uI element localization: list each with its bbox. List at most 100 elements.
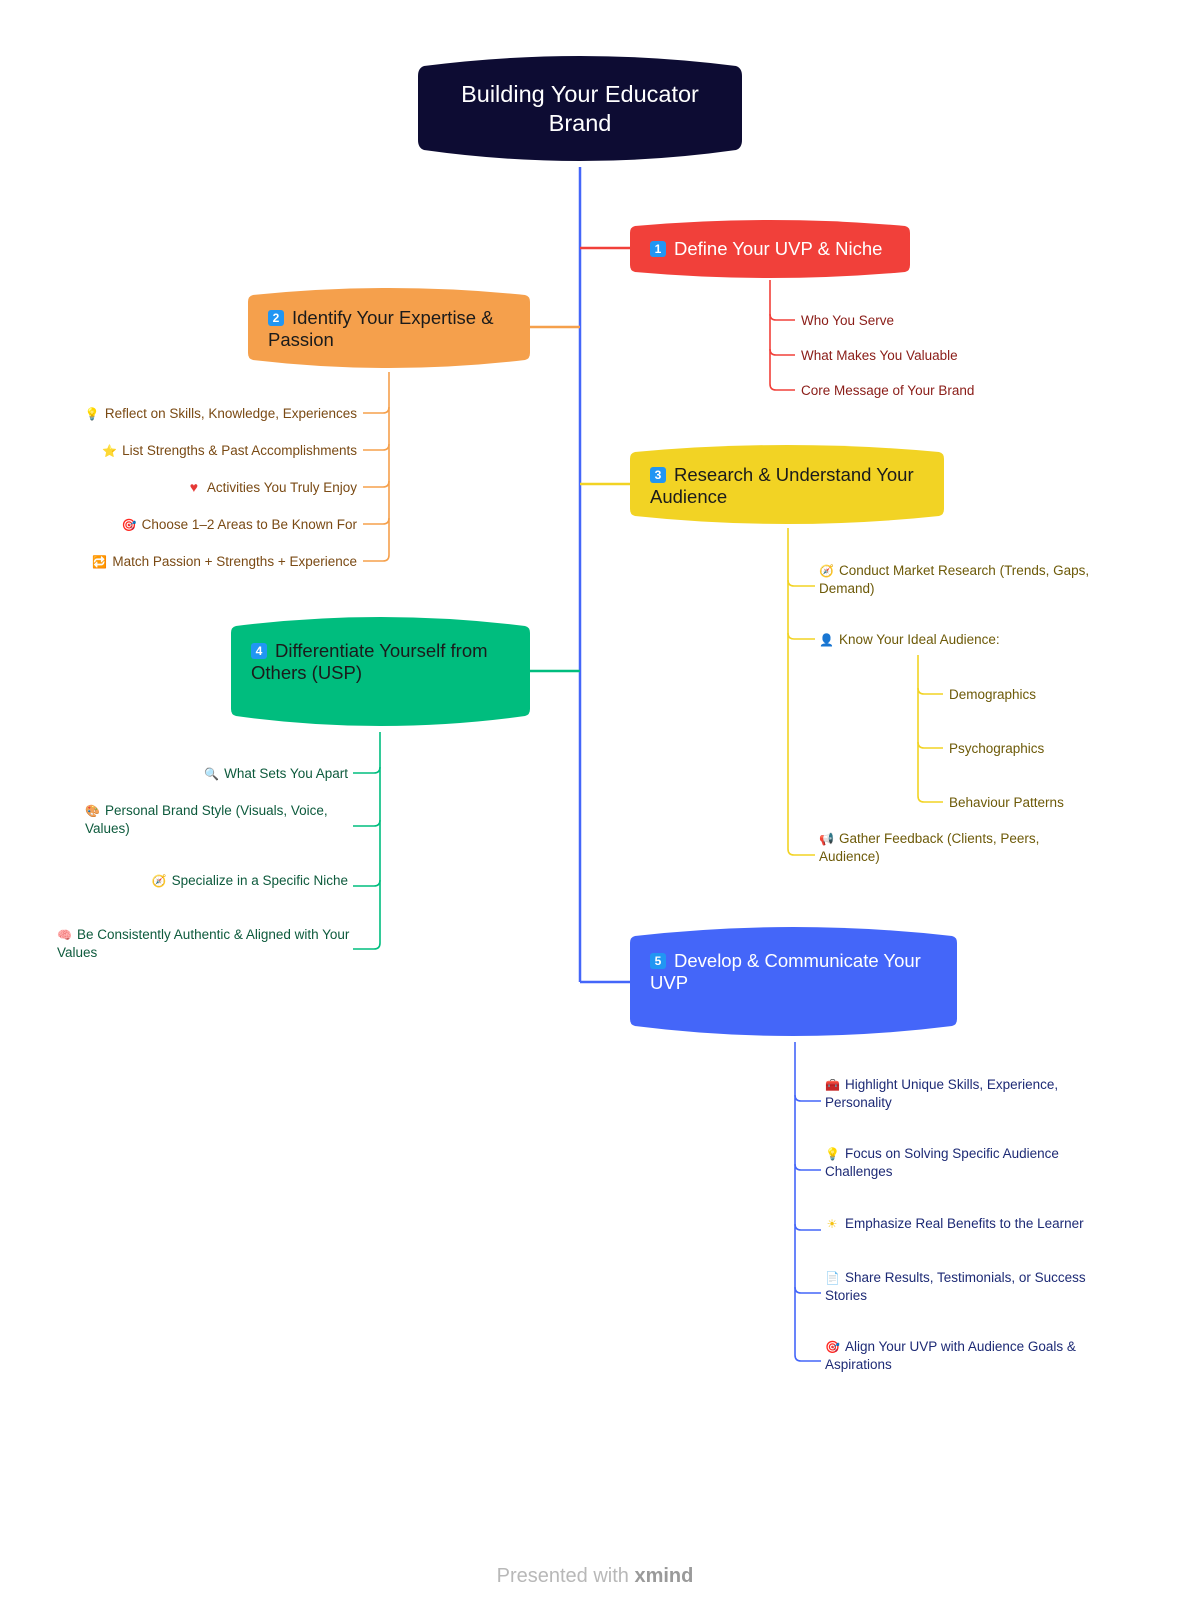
branch-4-item-1[interactable]: 🔍 What Sets You Apart — [204, 765, 348, 783]
presented-with-footer: Presented with xmind — [0, 1565, 1190, 1588]
compass-icon: 🧭 — [819, 564, 834, 578]
branch-3-subitem-behaviour[interactable]: Behaviour Patterns — [949, 794, 1064, 811]
branch-3-item-1-text: Conduct Market Research (Trends, Gaps, D… — [819, 563, 1090, 596]
compass-icon: 🧭 — [151, 874, 167, 888]
branch-1-item-3[interactable]: Core Message of Your Brand — [801, 382, 974, 399]
branch-4-shape — [231, 617, 530, 726]
branch-5-item-2-text: Focus on Solving Specific Audience Chall… — [825, 1146, 1059, 1179]
branch-3-item-3-text: Gather Feedback (Clients, Peers, Audienc… — [819, 831, 1040, 864]
branch-4-item-2-text: Personal Brand Style (Visuals, Voice, Va… — [85, 803, 328, 836]
root-node-shape — [418, 56, 742, 161]
star-icon: ⭐ — [102, 444, 118, 458]
palette-icon: 🎨 — [85, 804, 100, 818]
branch-5-item-2[interactable]: 💡Focus on Solving Specific Audience Chal… — [825, 1145, 1095, 1180]
branch-1-shape — [630, 220, 910, 278]
branch-4-item-1-text: What Sets You Apart — [224, 766, 348, 781]
root-title: Building Your Educator Brand — [461, 81, 699, 136]
subitem-text: Psychographics — [949, 741, 1045, 756]
branch-4-item-3[interactable]: 🧭 Specialize in a Specific Niche — [152, 872, 348, 890]
person-icon: 👤 — [819, 633, 834, 647]
branch-5-item-1[interactable]: 🧰Highlight Unique Skills, Experience, Pe… — [825, 1076, 1090, 1111]
branch-2-shape — [248, 288, 530, 368]
toolbox-icon: 🧰 — [825, 1078, 840, 1092]
branch-1-leaf-lines — [769, 280, 795, 391]
branch-5-item-3-text: Emphasize Real Benefits to the Learner — [845, 1216, 1084, 1231]
branch-5-item-4-text: Share Results, Testimonials, or Success … — [825, 1270, 1086, 1303]
brain-icon: 🧠 — [57, 928, 72, 942]
repeat-icon: 🔁 — [92, 555, 108, 569]
branch-2-leaf-lines — [363, 372, 390, 562]
footer-prefix: Presented with — [496, 1565, 635, 1587]
heart-icon: ♥ — [189, 479, 199, 495]
branch-3-shape — [630, 445, 944, 524]
branch-4-item-3-text: Specialize in a Specific Niche — [171, 873, 348, 888]
light-bulb-icon: 💡 — [825, 1147, 840, 1161]
target-icon: 🎯 — [825, 1340, 840, 1354]
sun-icon: ☀ — [826, 1217, 838, 1231]
number-3-icon: 3 — [650, 467, 666, 483]
branch-4-item-4-text: Be Consistently Authentic & Aligned with… — [57, 927, 350, 960]
branch-5-item-5-text: Align Your UVP with Audience Goals & Asp… — [825, 1339, 1076, 1372]
branch-3-subitem-demographics[interactable]: Demographics — [949, 686, 1036, 703]
branch-5-item-3[interactable]: ☀ Emphasize Real Benefits to the Learner — [825, 1215, 1084, 1233]
branch-4-leaf-lines — [353, 732, 381, 950]
branch-3-item-2[interactable]: 👤 Know Your Ideal Audience: — [819, 631, 1000, 649]
branch-2-item-2[interactable]: ⭐ List Strengths & Past Accomplishments — [102, 442, 357, 460]
branch-3-item-3[interactable]: 📢Gather Feedback (Clients, Peers, Audien… — [819, 830, 1069, 865]
branch-2-item-1[interactable]: 💡 Reflect on Skills, Knowledge, Experienc… — [85, 405, 357, 423]
branch-1-item-2[interactable]: What Makes You Valuable — [801, 347, 958, 364]
light-bulb-icon: 💡 — [84, 407, 100, 421]
branch-5-item-4[interactable]: 📄Share Results, Testimonials, or Success… — [825, 1269, 1115, 1304]
subitem-text: Demographics — [949, 687, 1037, 702]
target-icon: 🎯 — [121, 518, 137, 532]
branch-3-title: Research & Understand Your Audience — [650, 464, 914, 507]
megaphone-icon: 📢 — [819, 832, 834, 846]
branch-1-item-3-text: Core Message of Your Brand — [801, 383, 975, 398]
number-4-icon: 4 — [251, 643, 267, 659]
branch-2-item-4[interactable]: 🎯 Choose 1–2 Areas to Be Known For — [122, 516, 357, 534]
branch-5-leaf-lines — [794, 1042, 821, 1362]
branch-4-item-4[interactable]: 🧠Be Consistently Authentic & Aligned wit… — [57, 926, 352, 961]
branch-2-item-4-text: Choose 1–2 Areas to Be Known For — [141, 517, 357, 532]
branch-5-shape — [630, 927, 957, 1036]
magnifier-icon: 🔍 — [204, 767, 220, 781]
branch-2-title: Identify Your Expertise & Passion — [268, 307, 494, 350]
branch-1-item-1-text: Who You Serve — [801, 313, 895, 328]
branch-3-subitem-psychographics[interactable]: Psychographics — [949, 740, 1044, 757]
branch-2-item-3-text: Activities You Truly Enjoy — [206, 480, 357, 495]
branch-3-leaf-lines — [787, 528, 943, 856]
branch-2-item-1-text: Reflect on Skills, Knowledge, Experience… — [104, 406, 357, 421]
branch-2-item-5-text: Match Passion + Strengths + Experience — [112, 554, 357, 569]
branch-4-item-2[interactable]: 🎨Personal Brand Style (Visuals, Voice, V… — [85, 802, 355, 837]
branch-2-item-2-text: List Strengths & Past Accomplishments — [122, 443, 357, 458]
branch-1-item-2-text: What Makes You Valuable — [801, 348, 958, 363]
branch-5-item-5[interactable]: 🎯Align Your UVP with Audience Goals & As… — [825, 1338, 1110, 1373]
number-5-icon: 5 — [650, 953, 666, 969]
branch-1-item-1[interactable]: Who You Serve — [801, 312, 894, 329]
subitem-text: Behaviour Patterns — [949, 795, 1064, 810]
branch-5-item-1-text: Highlight Unique Skills, Experience, Per… — [825, 1077, 1059, 1110]
number-2-icon: 2 — [268, 310, 284, 326]
branch-1-title: Define Your UVP & Niche — [674, 238, 883, 259]
branch-3-item-1[interactable]: 🧭Conduct Market Research (Trends, Gaps, … — [819, 562, 1119, 597]
branch-4-title: Differentiate Yourself from Others (USP) — [251, 640, 488, 683]
document-icon: 📄 — [825, 1271, 840, 1285]
branch-2-item-3[interactable]: ♥ Activities You Truly Enjoy — [187, 479, 357, 496]
root-node[interactable]: Building Your Educator Brand — [418, 48, 742, 167]
branch-2-item-5[interactable]: 🔁 Match Passion + Strengths + Experience — [92, 553, 357, 571]
branch-5-title: Develop & Communicate Your UVP — [650, 950, 921, 993]
xmind-logo: xmind — [634, 1565, 694, 1587]
branch-3-item-2-text: Know Your Ideal Audience: — [839, 632, 1000, 647]
